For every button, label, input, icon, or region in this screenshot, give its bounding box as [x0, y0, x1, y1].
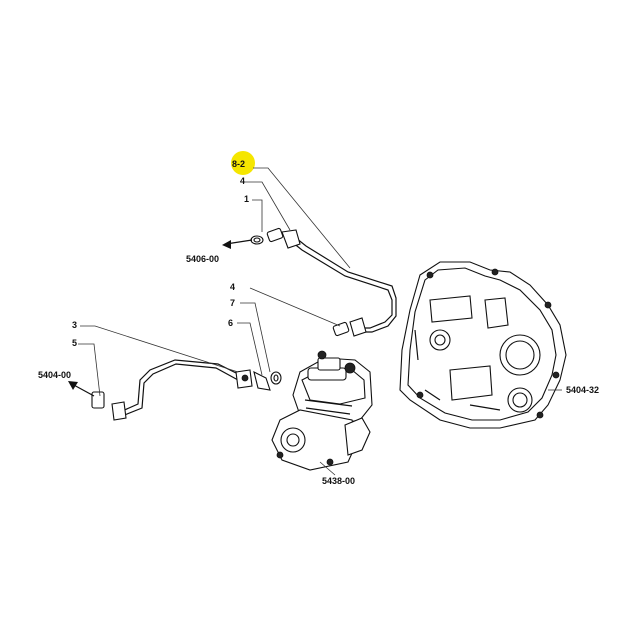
- callout-8-2: 8-2: [232, 159, 245, 169]
- callout-1: 1: [244, 194, 249, 204]
- upper-pipe-assembly: [250, 227, 397, 337]
- callout-7: 7: [230, 298, 235, 308]
- callout-4-top: 4: [240, 176, 245, 186]
- callout-5406-00: 5406-00: [186, 254, 219, 264]
- leader-lines: [78, 167, 562, 476]
- callout-4-mid: 4: [230, 282, 235, 292]
- callout-5404-32: 5404-32: [566, 385, 599, 395]
- callout-6: 6: [228, 318, 233, 328]
- callout-3: 3: [72, 320, 77, 330]
- air-compressor: [271, 350, 373, 471]
- callout-5438-00: 5438-00: [322, 476, 355, 486]
- highlight-marker: [231, 151, 255, 175]
- lower-pipe-assembly: [91, 359, 282, 421]
- callout-5: 5: [72, 338, 77, 348]
- gear-housing: [399, 261, 567, 429]
- reference-arrow-5404-00: [68, 381, 95, 397]
- callout-5404-00: 5404-00: [38, 370, 71, 380]
- reference-arrow-5406: [222, 239, 253, 249]
